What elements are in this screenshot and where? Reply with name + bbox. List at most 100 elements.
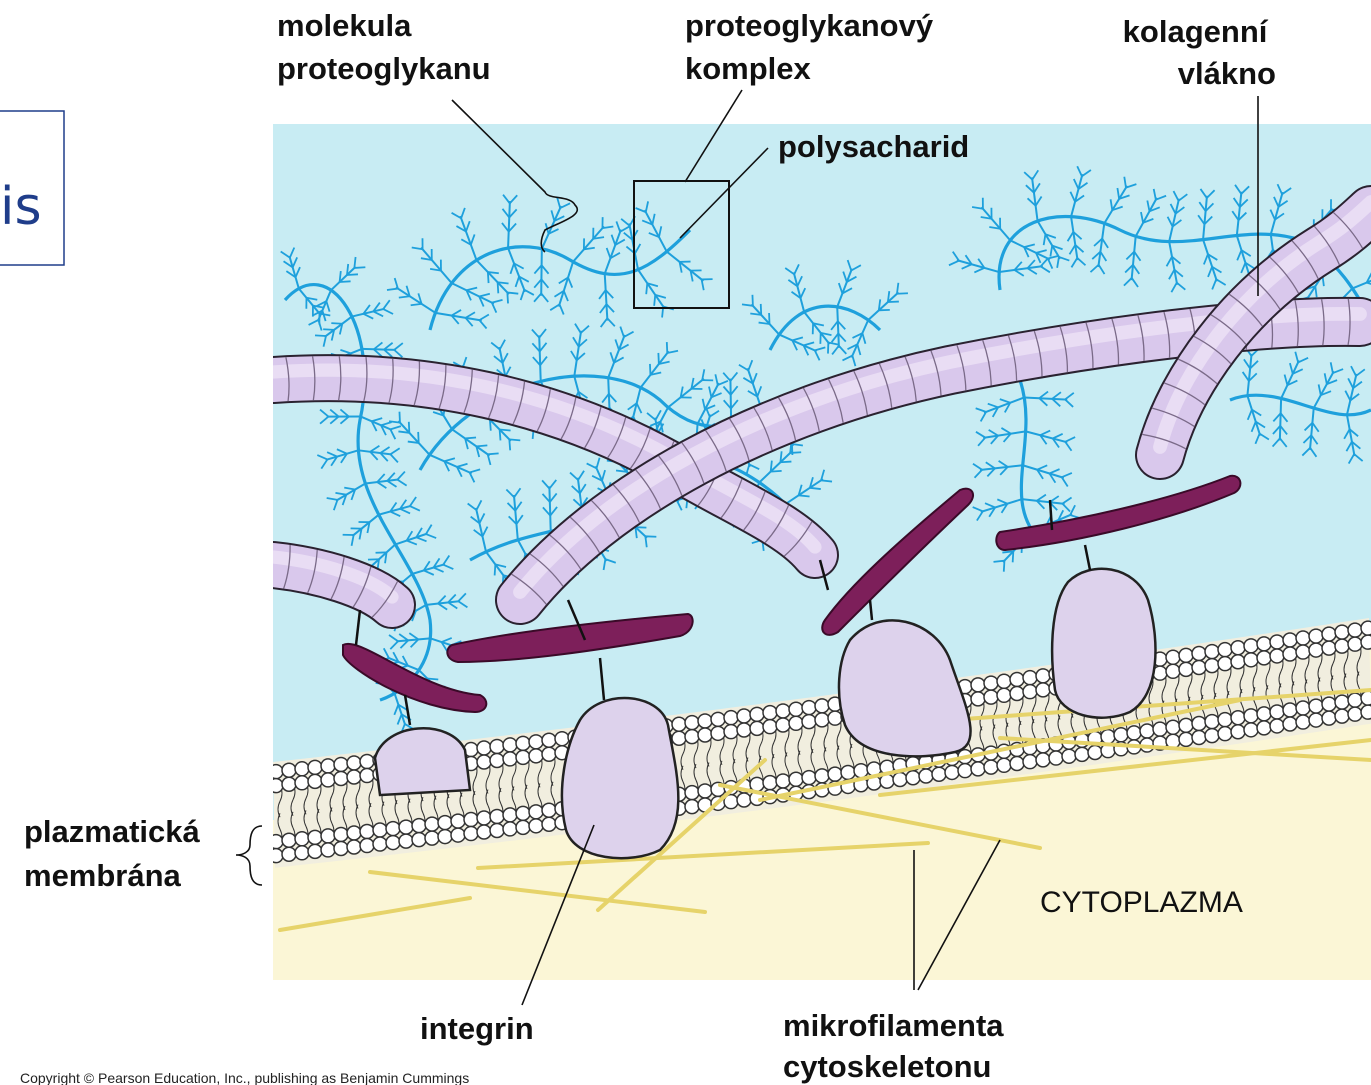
label-proteoglycan-complex: proteoglykanový komplex: [685, 8, 942, 86]
phospholipid-head: [698, 714, 712, 728]
phospholipid-head: [529, 735, 543, 749]
phospholipid-head: [1296, 631, 1310, 645]
phospholipid-head: [698, 728, 712, 742]
phospholipid-head: [1296, 645, 1310, 659]
phospholipid-head: [360, 769, 374, 783]
phospholipid-head: [1244, 639, 1258, 653]
phospholipid-head: [1205, 715, 1219, 729]
phospholipid-head: [997, 758, 1011, 772]
phospholipid-head: [490, 739, 504, 753]
phospholipid-head: [451, 828, 465, 842]
phospholipid-head: [1257, 637, 1271, 651]
phospholipid-head: [1231, 725, 1245, 739]
phospholipid-head: [1244, 653, 1258, 667]
phospholipid-head: [1114, 728, 1128, 742]
phospholipid-head: [698, 784, 712, 798]
phospholipid-head: [737, 723, 751, 737]
phospholipid-head: [932, 767, 946, 781]
phospholipid-head: [373, 823, 387, 837]
phospholipid-head: [685, 716, 699, 730]
phospholipid-head: [1309, 699, 1323, 713]
phospholipid-head: [802, 701, 816, 715]
phospholipid-head: [360, 755, 374, 769]
phospholipid-head: [711, 726, 725, 740]
phospholipid-head: [321, 773, 335, 787]
phospholipid-head: [1179, 732, 1193, 746]
phospholipid-head: [789, 716, 803, 730]
phospholipid-head: [399, 834, 413, 848]
phospholipid-head: [516, 806, 530, 820]
phospholipid-head: [477, 811, 491, 825]
phospholipid-head: [308, 830, 322, 844]
phospholipid-head: [971, 678, 985, 692]
phospholipid-head: [750, 777, 764, 791]
phospholipid-head: [1361, 705, 1371, 719]
phospholipid-head: [1140, 724, 1154, 738]
phospholipid-head: [1335, 639, 1349, 653]
phospholipid-head: [321, 759, 335, 773]
phospholipid-head: [334, 841, 348, 855]
phospholipid-head: [269, 779, 283, 793]
phospholipid-head: [308, 844, 322, 858]
phospholipid-head: [1010, 756, 1024, 770]
phospholipid-head: [1296, 715, 1310, 729]
phospholipid-head: [737, 793, 751, 807]
phospholipid-head: [1231, 641, 1245, 655]
phospholipid-head: [1335, 695, 1349, 709]
phospholipid-head: [802, 715, 816, 729]
phospholipid-head: [711, 712, 725, 726]
integrin-protein: [1052, 569, 1155, 718]
phospholipid-head: [776, 704, 790, 718]
phospholipid-head: [958, 764, 972, 778]
phospholipid-head: [1010, 672, 1024, 686]
phospholipid-head: [269, 849, 283, 863]
phospholipid-head: [984, 676, 998, 690]
phospholipid-head: [1049, 751, 1063, 765]
phospholipid-head: [542, 817, 556, 831]
phospholipid-head: [1244, 709, 1258, 723]
phospholipid-head: [1309, 643, 1323, 657]
phospholipid-head: [750, 721, 764, 735]
phospholipid-head: [386, 836, 400, 850]
phospholipid-head: [282, 763, 296, 777]
phospholipid-head: [672, 717, 686, 731]
phospholipid-head: [841, 765, 855, 779]
phospholipid-head: [1309, 629, 1323, 643]
label-collagen-fiber: kolagenní vlákno: [1123, 14, 1276, 91]
phospholipid-head: [360, 825, 374, 839]
label-proteoglycan-molecule: molekula proteoglykanu: [277, 8, 491, 86]
phospholipid-head: [295, 832, 309, 846]
label-cytoplasm: CYTOPLAZMA: [1040, 886, 1243, 919]
phospholipid-head: [1062, 749, 1076, 763]
phospholipid-head: [789, 702, 803, 716]
phospholipid-head: [529, 749, 543, 763]
phospholipid-head: [1127, 726, 1141, 740]
phospholipid-head: [1036, 683, 1050, 697]
phospholipid-head: [1179, 718, 1193, 732]
phospholipid-head: [269, 835, 283, 849]
phospholipid-head: [1192, 660, 1206, 674]
phospholipid-head: [672, 731, 686, 745]
phospholipid-head: [971, 762, 985, 776]
phospholipid-head: [1166, 720, 1180, 734]
phospholipid-head: [1036, 669, 1050, 683]
phospholipid-head: [763, 776, 777, 790]
phospholipid-head: [984, 760, 998, 774]
phospholipid-head: [1270, 635, 1284, 649]
phospholipid-head: [1036, 753, 1050, 767]
phospholipid-head: [1283, 633, 1297, 647]
phospholipid-head: [282, 777, 296, 791]
phospholipid-head: [1283, 703, 1297, 717]
phospholipid-head: [1218, 727, 1232, 741]
phospholipid-head: [438, 816, 452, 830]
phospholipid-head: [1322, 627, 1336, 641]
phospholipid-head: [685, 730, 699, 744]
phospholipid-head: [542, 803, 556, 817]
phospholipid-head: [464, 827, 478, 841]
phospholipid-head: [1205, 659, 1219, 673]
phospholipid-head: [1270, 705, 1284, 719]
phospholipid-head: [1322, 641, 1336, 655]
phospholipid-head: [1361, 691, 1371, 705]
phospholipid-head: [412, 833, 426, 847]
phospholipid-head: [295, 776, 309, 790]
